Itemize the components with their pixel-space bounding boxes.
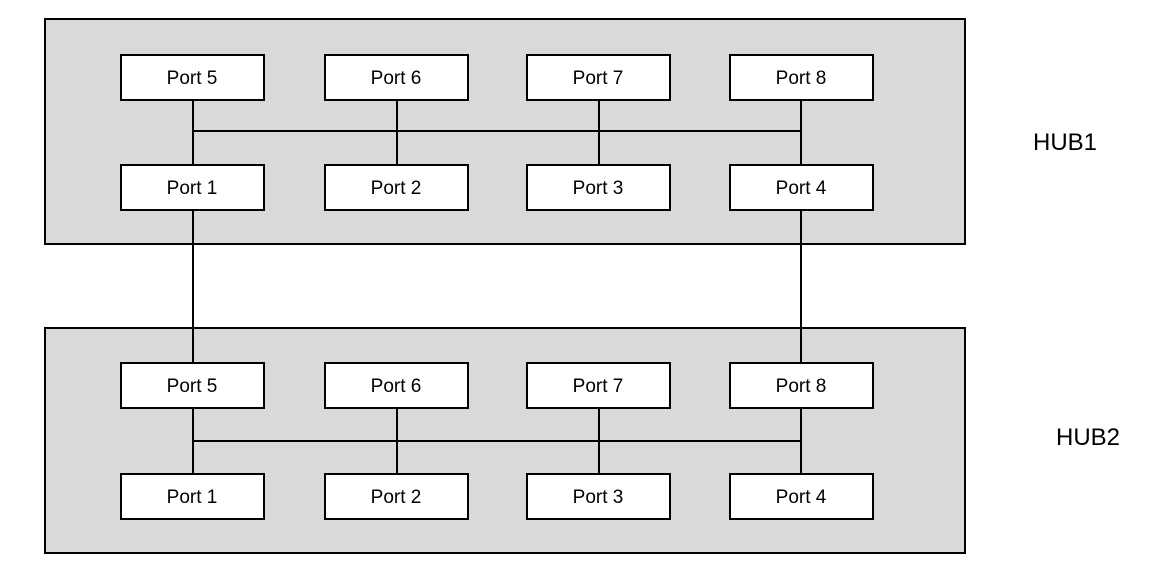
hub1-internal-bus (192, 100, 802, 165)
hub1-port-1: Port 1 (120, 164, 265, 211)
hub1-top-row: Port 5 Port 6 Port 7 Port 8 (120, 54, 874, 101)
port-label: Port 3 (573, 487, 624, 508)
hub1-port-5: Port 5 (120, 54, 265, 101)
port-label: Port 6 (371, 376, 422, 397)
hub2-port-8: Port 8 (729, 362, 874, 409)
port-label: Port 8 (776, 68, 827, 89)
port-label: Port 7 (573, 68, 624, 89)
hub1-port-3: Port 3 (526, 164, 671, 211)
hub2-port-5: Port 5 (120, 362, 265, 409)
port-label: Port 1 (167, 487, 218, 508)
port-label: Port 3 (573, 178, 624, 199)
port-label: Port 6 (371, 68, 422, 89)
port-label: Port 5 (167, 376, 218, 397)
hub2-port-2: Port 2 (324, 473, 469, 520)
hub2-internal-bus (192, 408, 802, 474)
hub1-port-8: Port 8 (729, 54, 874, 101)
hub2-port-4: Port 4 (729, 473, 874, 520)
port-label: Port 8 (776, 376, 827, 397)
hub2-port-1: Port 1 (120, 473, 265, 520)
hub2-label: HUB2 (1056, 424, 1120, 451)
hub2-port-7: Port 7 (526, 362, 671, 409)
hub2-top-row: Port 5 Port 6 Port 7 Port 8 (120, 362, 874, 409)
port-label: Port 4 (776, 487, 827, 508)
hub1-port-6: Port 6 (324, 54, 469, 101)
hub1-port-7: Port 7 (526, 54, 671, 101)
hub2-bottom-row: Port 1 Port 2 Port 3 Port 4 (120, 473, 874, 520)
hub1-label: HUB1 (1033, 129, 1097, 156)
port-label: Port 1 (167, 178, 218, 199)
port-label: Port 4 (776, 178, 827, 199)
hub1-port-2: Port 2 (324, 164, 469, 211)
hub2-port-6: Port 6 (324, 362, 469, 409)
hub2-port-3: Port 3 (526, 473, 671, 520)
port-label: Port 5 (167, 68, 218, 89)
hub1-bottom-row: Port 1 Port 2 Port 3 Port 4 (120, 164, 874, 211)
port-label: Port 7 (573, 376, 624, 397)
port-label: Port 2 (371, 178, 422, 199)
hub1-port-4: Port 4 (729, 164, 874, 211)
port-label: Port 2 (371, 487, 422, 508)
